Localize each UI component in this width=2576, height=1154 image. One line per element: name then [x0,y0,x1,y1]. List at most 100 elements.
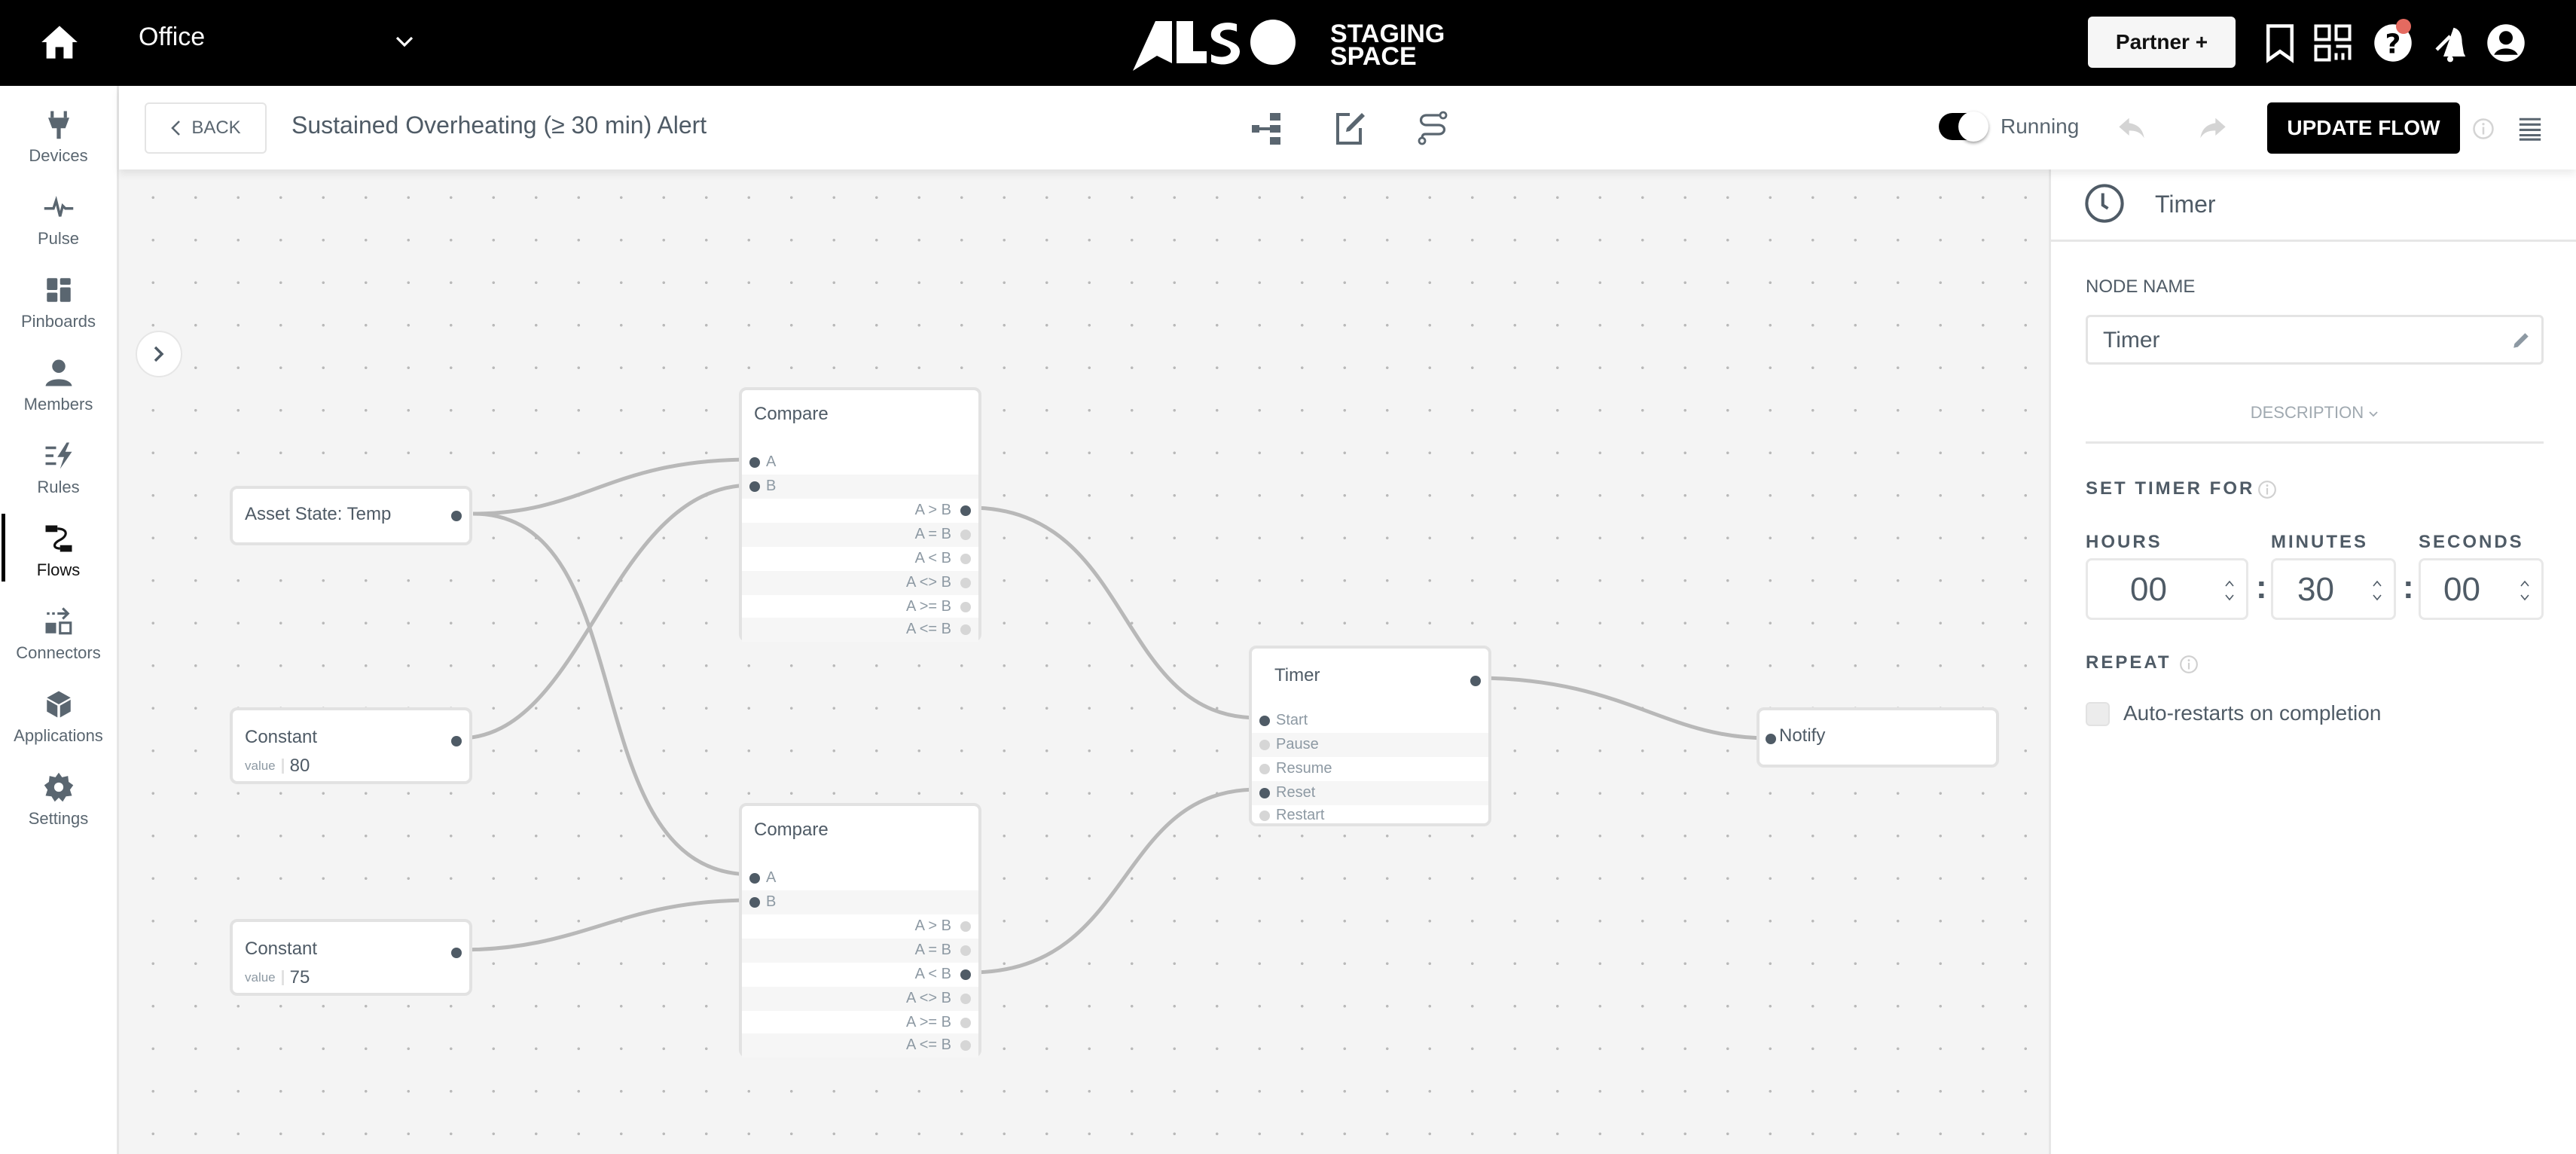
input-port[interactable] [1259,740,1270,750]
stepper-arrows-icon[interactable] [2370,575,2385,606]
node-title: Compare [754,404,829,424]
node-constant[interactable]: Constant value 75 [230,919,472,996]
node-constant[interactable]: Constant value 80 [230,707,472,784]
sidebar-item-label: Connectors [16,643,101,662]
output-port[interactable] [960,969,971,980]
output-row: A > B [742,499,978,523]
output-label: A > B [914,917,951,934]
input-row: Pause [1252,733,1488,757]
auto-restart-label[interactable]: Auto-restarts on completion [2123,701,2382,725]
chevron-down-icon[interactable] [393,30,416,53]
input-port[interactable] [749,481,760,492]
stepper-arrows-icon[interactable] [2517,575,2532,606]
expand-palette-button[interactable] [136,331,182,377]
seconds-label: SECONDS [2419,532,2524,552]
hours-stepper[interactable]: 00 [2086,558,2248,620]
back-button[interactable]: BACK [145,102,267,154]
node-name-input[interactable]: Timer [2086,315,2544,365]
input-port[interactable] [1259,716,1270,726]
node-timer[interactable]: Timer Start Pause Resume Reset Restart [1249,646,1491,826]
output-port[interactable] [960,945,971,956]
description-toggle[interactable]: DESCRIPTION [2051,403,2576,423]
input-port[interactable] [1259,811,1270,821]
input-port[interactable] [1259,788,1270,798]
account-icon[interactable] [2486,23,2526,63]
sidebar-item-devices[interactable]: Devices [0,99,117,172]
time-separator: : [2256,569,2267,606]
minutes-label: MINUTES [2271,532,2368,552]
home-icon[interactable] [39,23,80,62]
sidebar-item-members[interactable]: Members [0,348,117,420]
input-port[interactable] [749,457,760,468]
pencil-icon[interactable] [2511,331,2531,350]
input-port[interactable] [749,897,760,908]
redo-icon[interactable] [2196,113,2230,143]
running-toggle[interactable] [1939,111,1988,142]
sidebar-item-applications[interactable]: Applications [0,679,117,752]
sidebar-item-settings[interactable]: Settings [0,762,117,835]
route-icon[interactable] [1415,110,1451,146]
input-port[interactable] [1766,734,1776,744]
undo-icon[interactable] [2115,113,2148,143]
output-label: A >= B [905,598,951,615]
sidebar-item-connectors[interactable]: Connectors [0,597,117,669]
input-label: Start [1276,712,1308,728]
auto-restart-checkbox[interactable] [2086,702,2110,726]
minutes-stepper[interactable]: 30 [2271,558,2396,620]
output-port[interactable] [960,505,971,516]
status-label: Running [2001,114,2080,138]
input-port[interactable] [749,873,760,884]
node-tree-icon[interactable] [1249,110,1285,146]
output-port[interactable] [960,921,971,932]
info-icon[interactable] [2179,655,2199,674]
output-port[interactable] [960,602,971,612]
node-notify[interactable]: Notify [1757,707,1999,768]
output-port[interactable] [960,994,971,1004]
output-port[interactable] [1470,676,1481,686]
bookmark-icon[interactable] [2260,23,2300,63]
sidebar-item-flows[interactable]: Flows [0,514,117,586]
sidebar-item-pulse[interactable]: Pulse [0,182,117,255]
output-port[interactable] [960,554,971,564]
node-compare[interactable]: Compare A B A > B A = B A < B A <> B A >… [739,387,981,642]
output-port[interactable] [451,511,462,521]
notifications-muted-icon[interactable] [2430,23,2471,63]
sidebar-item-pinboards[interactable]: Pinboards [0,265,117,337]
node-asset-state[interactable]: Asset State: Temp [230,486,472,545]
toggle-knob [1958,111,1988,142]
input-label: Restart [1276,807,1325,823]
stepper-arrows-icon[interactable] [2222,575,2237,606]
node-name-value: Timer [2103,328,2160,353]
notification-badge [2396,19,2411,34]
sidebar-item-rules[interactable]: Rules [0,431,117,503]
info-icon[interactable] [2257,480,2277,499]
connectors-icon [45,607,72,635]
logo-subtitle: STAGING SPACE [1330,21,1445,69]
output-port[interactable] [960,1018,971,1028]
info-icon[interactable] [2472,118,2495,140]
output-port[interactable] [960,1040,971,1051]
list-icon[interactable] [2517,116,2543,142]
input-port[interactable] [1259,764,1270,774]
qr-code-icon[interactable] [2312,23,2353,63]
output-port[interactable] [960,624,971,635]
seconds-stepper[interactable]: 00 [2419,558,2544,620]
partner-button[interactable]: Partner + [2088,17,2236,68]
node-compare[interactable]: Compare A B A > B A = B A < B A <> B A >… [739,803,981,1058]
org-selector[interactable]: Office [139,23,206,51]
output-label: A <> B [905,574,951,591]
output-port[interactable] [960,578,971,588]
edit-note-icon[interactable] [1332,110,1368,146]
brand-logo[interactable]: STAGING SPACE [1130,18,1445,72]
input-row: A [742,866,978,890]
flow-canvas[interactable]: Asset State: Temp Constant value 80 Cons… [119,169,2049,1154]
sidebar: Devices Pulse Pinboards Members Rules Fl… [0,86,119,1154]
update-flow-button[interactable]: UPDATE FLOW [2267,102,2460,154]
output-port[interactable] [960,530,971,540]
output-port[interactable] [451,736,462,746]
clock-icon [2085,184,2124,223]
rules-icon [45,442,72,469]
output-port[interactable] [451,948,462,958]
panel-title: Timer [2155,191,2216,218]
output-label: A < B [914,966,951,982]
